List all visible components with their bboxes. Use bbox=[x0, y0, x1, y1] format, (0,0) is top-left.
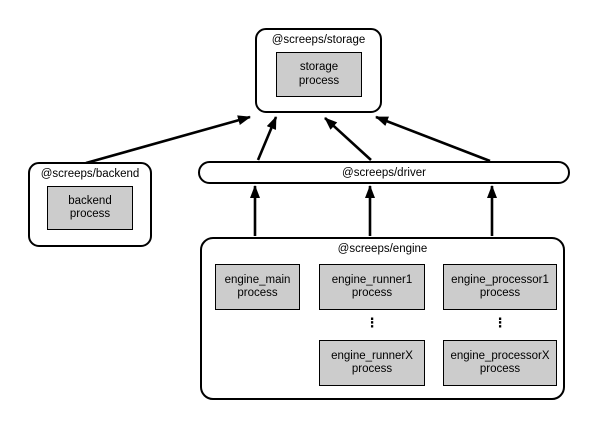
backend-process-box: backend process bbox=[47, 186, 133, 230]
engine-main-process-box: engine_main process bbox=[215, 264, 300, 310]
engine-runner1-process-box: engine_runner1 process bbox=[319, 264, 425, 310]
node-engine: @screeps/engine engine_main process engi… bbox=[200, 237, 565, 400]
arrow-backend-to-storage bbox=[85, 115, 251, 165]
arrow-driver-to-storage-right bbox=[375, 115, 491, 163]
node-engine-label: @screeps/engine bbox=[337, 243, 428, 255]
node-driver: @screeps/driver bbox=[198, 161, 570, 184]
node-backend: @screeps/backend backend process bbox=[28, 162, 152, 247]
node-storage: @screeps/storage storage process bbox=[255, 28, 382, 113]
processor-ellipsis: ⋮ bbox=[493, 315, 507, 330]
arrow-driver-to-storage-middle bbox=[324, 117, 372, 161]
runner-ellipsis: ⋮ bbox=[365, 315, 379, 330]
node-driver-label: @screeps/driver bbox=[342, 166, 426, 179]
storage-process-box: storage process bbox=[276, 52, 362, 97]
node-storage-label: @screeps/storage bbox=[271, 34, 366, 46]
engine-processorX-process-box: engine_processorX process bbox=[443, 340, 557, 386]
engine-processor1-process-box: engine_processor1 process bbox=[443, 264, 557, 310]
engine-runnerX-process-box: engine_runnerX process bbox=[319, 340, 425, 386]
node-backend-label: @screeps/backend bbox=[40, 168, 140, 180]
arrow-driver-to-storage-left bbox=[256, 116, 278, 161]
